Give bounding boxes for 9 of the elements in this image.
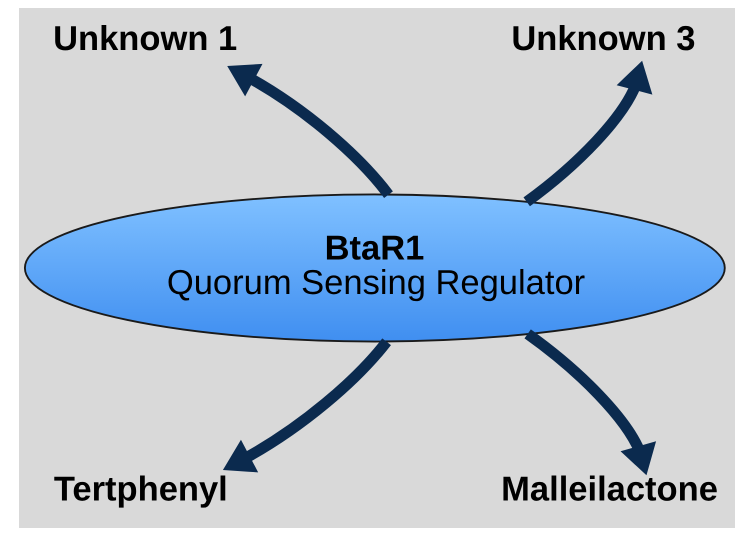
node-ellipse: BtaR1 Quorum Sensing Regulator [24,194,726,342]
node-text: Unknown 1 [53,20,238,58]
node-text: Tertphenyl [54,470,228,509]
node-text: Unknown 3 [511,20,696,58]
node-text: Malleilactone [501,470,718,509]
arrow [523,60,652,206]
arrow [222,338,391,472]
arrow [227,64,393,198]
arrow [524,329,656,476]
